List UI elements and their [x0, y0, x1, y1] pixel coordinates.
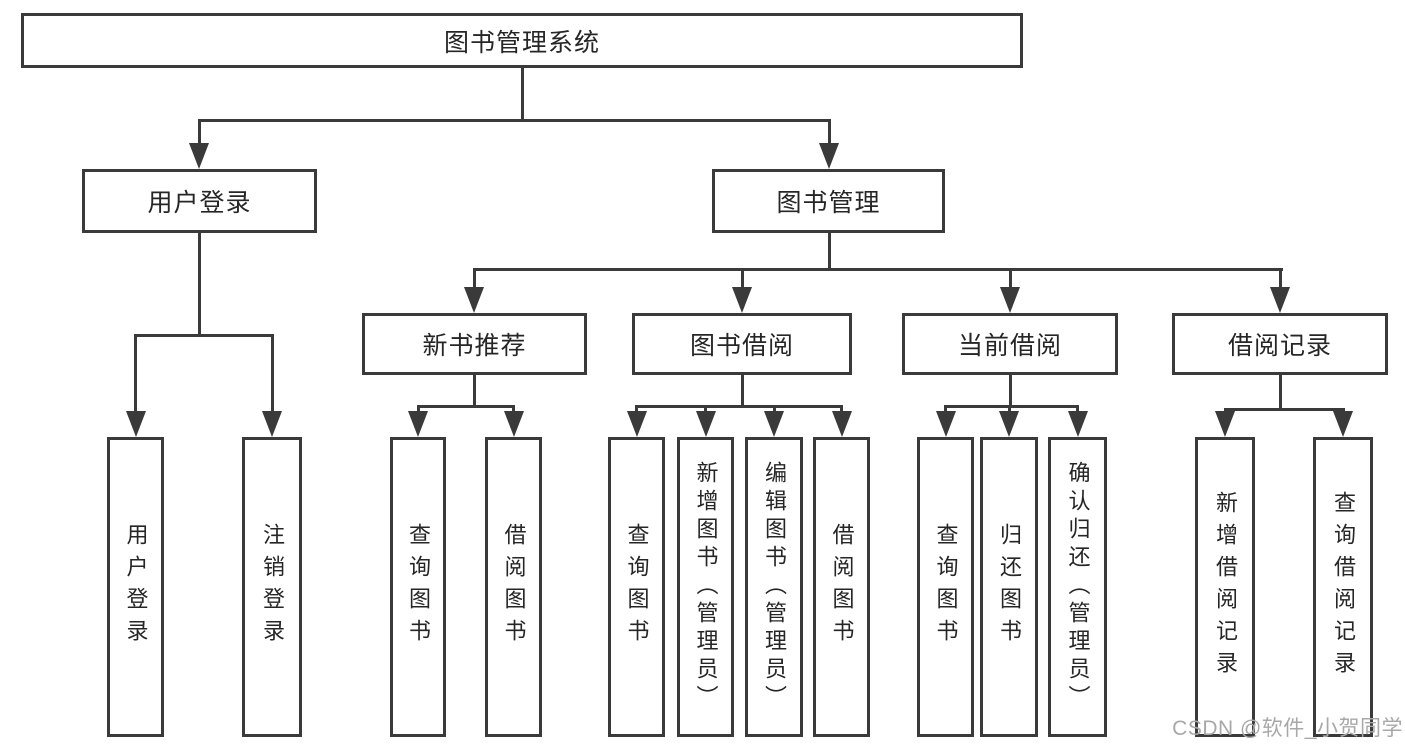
connector-line: [472, 375, 476, 408]
arrow-down-icon: [408, 411, 428, 437]
arrow-down-icon: [464, 287, 484, 313]
arrow-down-icon: [262, 411, 282, 437]
connector-line: [635, 405, 638, 415]
leaf-query-books-current: 查询图书: [917, 437, 974, 737]
connector-line: [704, 405, 707, 415]
leaf-edit-books-admin: 编辑图书（管理员）: [745, 437, 803, 737]
connector-line: [1008, 375, 1012, 408]
node-current-borrow: 当前借阅: [902, 313, 1118, 375]
connector-line: [740, 375, 744, 408]
connector-line: [134, 334, 274, 337]
leaf-return-books: 归还图书: [980, 437, 1038, 737]
arrow-down-icon: [819, 143, 839, 169]
connector-line: [472, 268, 476, 290]
node-new-book-recommend: 新书推荐: [362, 313, 587, 375]
arrow-down-icon: [626, 411, 647, 437]
arrow-down-icon: [1215, 411, 1235, 437]
arrow-down-icon: [831, 411, 852, 437]
connector-line: [520, 68, 524, 121]
connector-line: [417, 405, 515, 408]
connector-line: [635, 405, 843, 408]
leaf-add-books-admin: 新增图书（管理员）: [677, 437, 734, 737]
arrow-down-icon: [1333, 411, 1353, 437]
arrow-down-icon: [503, 411, 524, 437]
arrow-down-icon: [189, 143, 209, 169]
leaf-borrow-books-recommend: 借阅图书: [485, 437, 542, 737]
arrow-down-icon: [1067, 411, 1088, 437]
connector-line: [772, 405, 776, 415]
arrow-down-icon: [764, 411, 784, 437]
arrow-down-icon: [695, 411, 716, 437]
node-book-management: 图书管理: [712, 169, 945, 233]
connector-line: [1223, 408, 1345, 411]
node-book-borrow: 图书借阅: [632, 313, 852, 375]
connector-line: [944, 405, 947, 415]
connector-line: [472, 268, 1283, 271]
arrow-down-icon: [935, 411, 956, 437]
connector-line: [197, 233, 201, 337]
node-library-system: 图书管理系统: [21, 13, 1023, 68]
connector-line: [827, 233, 831, 271]
connector-line: [840, 405, 843, 415]
watermark: CSDN @软件_小贺同学: [1172, 717, 1403, 740]
arrow-down-icon: [1000, 287, 1020, 313]
leaf-borrow-books: 借阅图书: [813, 437, 870, 737]
connector-line: [270, 334, 274, 414]
leaf-add-borrow-record: 新增借阅记录: [1195, 437, 1255, 737]
arrow-down-icon: [1270, 287, 1290, 313]
connector-line: [134, 334, 137, 414]
leaf-confirm-return-admin: 确认归还（管理员）: [1048, 437, 1107, 737]
leaf-query-books-borrow: 查询图书: [608, 437, 665, 737]
node-borrow-records: 借阅记录: [1172, 313, 1388, 375]
connector-line: [740, 268, 744, 290]
connector-line: [512, 405, 515, 415]
leaf-user-login: 用户登录: [107, 437, 164, 737]
connector-line: [1076, 405, 1079, 415]
connector-line: [1278, 268, 1282, 290]
arrow-down-icon: [999, 411, 1019, 437]
leaf-logout: 注销登录: [242, 437, 302, 737]
arrow-down-icon: [125, 411, 146, 437]
connector-line: [416, 405, 420, 415]
connector-line: [197, 119, 831, 122]
leaf-query-borrow-record: 查询借阅记录: [1313, 437, 1373, 737]
connector-line: [1007, 405, 1011, 415]
arrow-down-icon: [732, 287, 752, 313]
connector-line: [1008, 268, 1012, 290]
node-user-login: 用户登录: [82, 169, 317, 233]
connector-line: [1278, 375, 1282, 411]
connector-line: [944, 405, 1079, 408]
connector-line: [827, 119, 831, 147]
connector-line: [197, 119, 201, 147]
leaf-query-books-recommend: 查询图书: [390, 437, 446, 737]
